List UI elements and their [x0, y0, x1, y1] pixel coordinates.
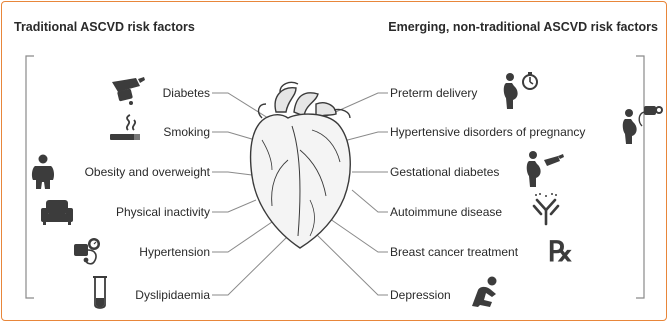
factor-label-hypertensive-pregnancy: Hypertensive disorders of pregnancy [390, 125, 586, 139]
pregnant-woman-bp-icon [622, 106, 663, 144]
antibody-icon [532, 193, 560, 226]
traditional-header: Traditional ASCVD risk factors [14, 20, 195, 34]
pregnant-woman-insulin-icon [526, 151, 564, 187]
person-depressed-icon [472, 276, 497, 307]
factor-label-preterm-delivery: Preterm delivery [390, 86, 478, 100]
cigarette-icon [110, 114, 140, 140]
factor-label-dyslipidaemia: Dyslipidaemia [135, 288, 210, 302]
left-bracket [25, 55, 34, 299]
factor-label-obesity: Obesity and overweight [84, 165, 210, 179]
left-connectors [212, 92, 289, 296]
factor-label-gestational-diabetes: Gestational diabetes [390, 165, 500, 179]
anatomical-heart-icon [249, 81, 351, 249]
armchair-icon [41, 200, 73, 225]
test-tube-icon [93, 276, 107, 309]
factor-label-physical-inactivity: Physical inactivity [115, 205, 210, 219]
pregnant-woman-stopwatch-icon [503, 72, 538, 109]
blood-pressure-monitor-icon [74, 238, 100, 265]
factor-label-diabetes: Diabetes [162, 86, 210, 100]
factor-label-breast-cancer-treatment: Breast cancer treatment [390, 245, 519, 259]
emerging-header: Emerging, non-traditional ASCVD risk fac… [388, 20, 658, 34]
factor-label-autoimmune: Autoimmune disease [390, 205, 503, 219]
factor-label-hypertension: Hypertension [139, 245, 210, 259]
factor-label-smoking: Smoking [163, 125, 210, 139]
factor-label-depression: Depression [390, 288, 451, 302]
right-bracket [636, 55, 645, 299]
rx-icon: ℞ [548, 237, 574, 268]
person-obese-icon [31, 154, 55, 189]
insulin-pen-icon [112, 77, 145, 105]
